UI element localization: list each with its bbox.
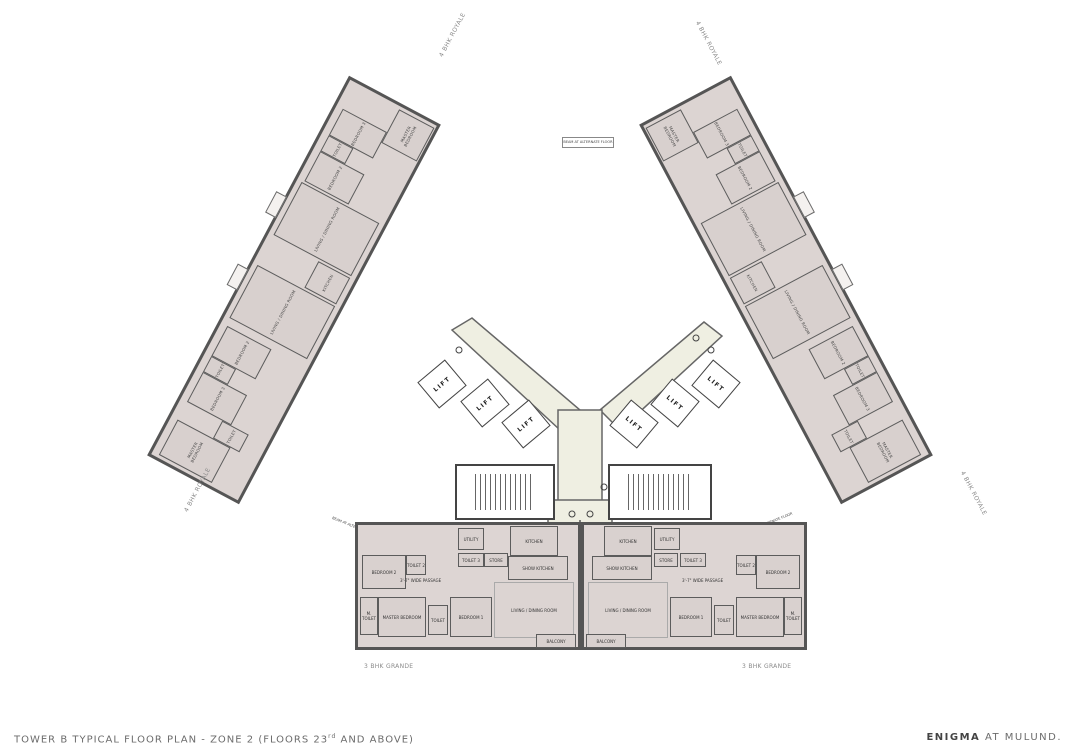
room-utility: UTILITY: [458, 528, 484, 550]
room-store: STORE: [654, 553, 678, 567]
room-toilet: TOILET: [428, 605, 448, 635]
brand-name: ENIGMA AT MULUND.: [926, 732, 1062, 743]
room-toilet-2: TOILET 2: [736, 555, 756, 575]
plan-caption: TOWER B TYPICAL FLOOR PLAN - ZONE 2 (FLO…: [14, 733, 414, 746]
room-master-toilet: M. TOILET: [784, 597, 802, 635]
beam-note-top: BEAM AT ALTERNATE FLOOR: [562, 137, 614, 148]
passage-label: 3'-7" WIDE PASSAGE: [682, 578, 724, 583]
room-bedroom-2: BEDROOM 2: [362, 555, 406, 589]
room-show-kitchen: SHOW KITCHEN: [592, 556, 652, 580]
room-store: STORE: [484, 553, 508, 567]
balcony: BALCONY: [536, 634, 576, 648]
room-master-toilet: M. TOILET: [360, 597, 378, 635]
room-bedroom-1: BEDROOM 1: [670, 597, 712, 637]
passage-label: 3'-7" WIDE PASSAGE: [400, 578, 442, 583]
room-show-kitchen: SHOW KITCHEN: [508, 556, 568, 580]
grande-label-right: 3 BHK GRANDE: [742, 663, 792, 670]
room-toilet-2: TOILET 2: [406, 555, 426, 575]
room-bedroom-1: BEDROOM 1: [450, 597, 492, 637]
room-master-bedroom: MASTER BEDROOM: [736, 597, 784, 637]
grande-label-left: 3 BHK GRANDE: [364, 663, 414, 670]
room-bedroom-2: BEDROOM 2: [756, 555, 800, 589]
room-living-dining: LIVING / DINING ROOM: [588, 582, 668, 638]
room-utility: UTILITY: [654, 528, 680, 550]
staircase-right: [608, 464, 712, 520]
room-toilet-3: TOILET 3: [458, 553, 484, 567]
room-toilet-3: TOILET 3: [680, 553, 706, 567]
room-kitchen: KITCHEN: [604, 526, 652, 556]
room-toilet: TOILET: [714, 605, 734, 635]
room-kitchen: KITCHEN: [510, 526, 558, 556]
room-master-bedroom: MASTER BEDROOM: [378, 597, 426, 637]
room-living-dining: LIVING / DINING ROOM: [494, 582, 574, 638]
balcony: BALCONY: [586, 634, 626, 648]
staircase-left: [455, 464, 555, 520]
